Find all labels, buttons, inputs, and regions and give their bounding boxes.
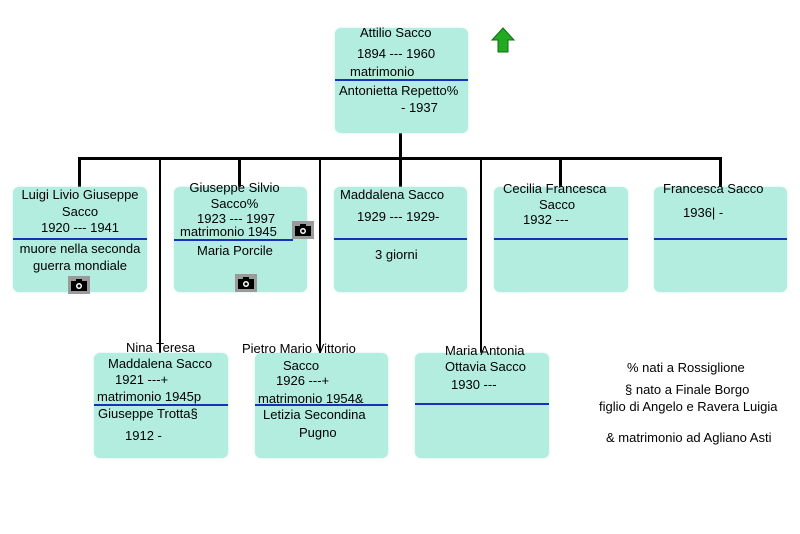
child-4-name-line1: Cecilia Francesca bbox=[503, 181, 607, 196]
child-7-name-line1: Pietro Mario Vittorio bbox=[242, 341, 356, 356]
legend-note-1: % nati a Rossiglione bbox=[627, 360, 745, 375]
root-separator bbox=[335, 79, 468, 81]
child-6-name-line2: Maddalena Sacco bbox=[108, 356, 213, 371]
root-connector bbox=[399, 133, 402, 159]
root-spouse: Antonietta Repetto% bbox=[339, 83, 459, 98]
child-3-separator bbox=[334, 238, 467, 240]
child-4-dates: 1932 --- bbox=[523, 212, 569, 227]
camera-icon[interactable] bbox=[68, 276, 90, 294]
child-connector-8 bbox=[480, 157, 482, 353]
child-3-name-line1: Maddalena Sacco bbox=[340, 187, 445, 202]
child-6-marriage: matrimonio 1945p bbox=[97, 389, 202, 404]
child-1-note-line2: guerra mondiale bbox=[33, 258, 127, 273]
child-connector-4 bbox=[559, 157, 562, 187]
child-1-separator bbox=[13, 238, 147, 240]
child-1-name-line1: Luigi Livio Giuseppe bbox=[21, 187, 139, 202]
root-spouse-dates: - 1937 bbox=[401, 100, 438, 115]
child-7-spouse: Letizia Secondina bbox=[263, 407, 366, 422]
child-7-marriage: matrimonio 1954& bbox=[258, 391, 364, 406]
legend-note-2: § nato a Finale Borgo bbox=[625, 382, 750, 397]
camera-icon[interactable] bbox=[235, 274, 257, 292]
child-connector-3 bbox=[399, 157, 402, 187]
child-1-name-line2: Sacco bbox=[61, 204, 99, 219]
child-3-note-line1: 3 giorni bbox=[375, 247, 418, 262]
child-2-name-line1: Giuseppe Silvio bbox=[189, 180, 280, 195]
child-4-separator bbox=[494, 238, 628, 240]
child-5-separator bbox=[654, 238, 787, 240]
child-connector-2 bbox=[238, 157, 241, 187]
up-arrow-icon[interactable] bbox=[490, 27, 516, 53]
child-2-name-line2: Sacco% bbox=[210, 196, 259, 211]
child-connector-6 bbox=[159, 157, 161, 353]
child-1-note-line1: muore nella seconda bbox=[19, 241, 141, 256]
child-6-spouse: Giuseppe Trotta§ bbox=[98, 406, 198, 421]
child-6-dates: 1921 ---+ bbox=[115, 372, 169, 387]
child-2-spouse: Maria Porcile bbox=[197, 243, 273, 258]
child-connector-1 bbox=[78, 157, 81, 187]
legend-note-3: figlio di Angelo e Ravera Luigia bbox=[599, 399, 778, 414]
child-8-name-line1: Maria Antonia bbox=[445, 343, 525, 358]
child-6-name-line1: Nina Teresa bbox=[126, 340, 196, 355]
child-3-dates: 1929 --- 1929- bbox=[357, 209, 440, 224]
root-marriage: matrimonio bbox=[350, 64, 415, 79]
child-7-dates: 1926 ---+ bbox=[276, 373, 330, 388]
legend-note-4: & matrimonio ad Agliano Asti bbox=[606, 430, 772, 445]
child-6-spouse-dates: 1912 - bbox=[125, 428, 162, 443]
person-box-maria[interactable] bbox=[415, 353, 549, 458]
child-6-separator bbox=[94, 404, 228, 406]
child-8-dates: 1930 --- bbox=[451, 377, 497, 392]
child-5-name-line1: Francesca Sacco bbox=[663, 181, 764, 196]
child-2-separator bbox=[174, 239, 293, 241]
child-connector-5 bbox=[719, 157, 722, 187]
child-7-spouse-line2: Pugno bbox=[299, 425, 337, 440]
child-1-dates: 1920 --- 1941 bbox=[40, 220, 120, 235]
child-8-separator bbox=[415, 403, 549, 405]
child-5-dates: 1936| - bbox=[683, 205, 724, 220]
child-2-marriage: matrimonio 1945 bbox=[180, 224, 277, 239]
child-8-name-line2: Ottavia Sacco bbox=[445, 359, 526, 374]
root-dates: 1894 --- 1960 bbox=[357, 46, 436, 61]
child-connector-7 bbox=[319, 157, 321, 353]
child-4-name-line2: Sacco bbox=[539, 197, 576, 212]
child-7-name-line2: Sacco bbox=[283, 358, 320, 373]
child-2-dates: 1923 --- 1997 bbox=[197, 211, 276, 226]
camera-icon[interactable] bbox=[292, 221, 314, 239]
child-7-separator bbox=[255, 404, 388, 406]
root-name: Attilio Sacco bbox=[360, 25, 432, 40]
